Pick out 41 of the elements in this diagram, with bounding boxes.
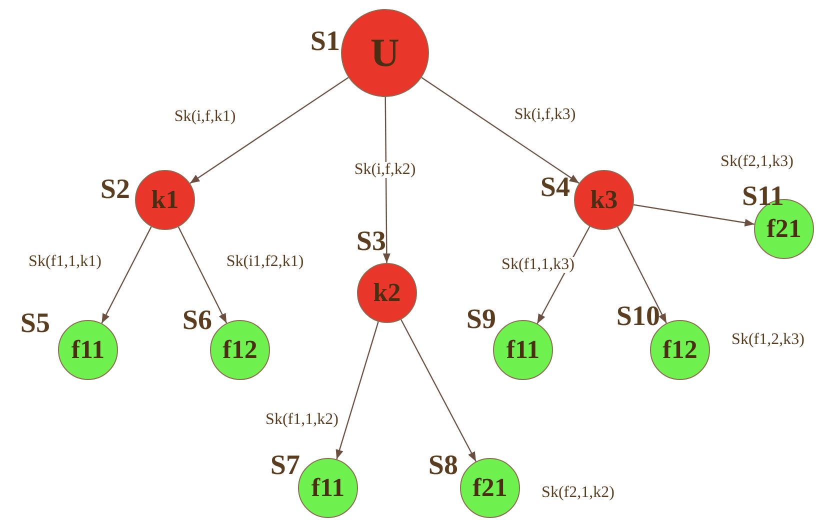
- arrow: [634, 204, 754, 226]
- edge-label: Sk(i,f,k1): [173, 109, 237, 125]
- node-label: U: [370, 33, 400, 73]
- state-label: S6: [182, 307, 212, 335]
- edge-label: Sk(i,f,k3): [513, 107, 577, 123]
- arrow: [336, 322, 379, 460]
- arrow: [101, 226, 152, 324]
- node-label: f11: [311, 475, 345, 501]
- state-label: S10: [616, 303, 660, 331]
- state-label: S5: [20, 310, 50, 338]
- node-label: f12: [222, 337, 258, 363]
- edge-label: Sk(f2,1,k2): [540, 485, 616, 501]
- arrow: [190, 76, 349, 184]
- arrow: [178, 226, 228, 324]
- edge-label: Sk(f1,2,k3): [730, 332, 806, 348]
- edge-label: Sk(f1,1,k3): [500, 257, 576, 273]
- state-label: S11: [742, 183, 784, 211]
- state-label: S8: [428, 452, 458, 480]
- node-label: f21: [472, 475, 508, 501]
- arrow: [382, 97, 390, 263]
- state-label: S2: [100, 176, 130, 204]
- edge-label: Sk(i1,f2,k1): [225, 254, 305, 270]
- state-label: S7: [270, 452, 300, 480]
- node-label: f11: [506, 337, 540, 363]
- node-label: k2: [373, 280, 401, 306]
- node-label: k3: [590, 187, 618, 213]
- node-label: f21: [766, 216, 802, 242]
- arrow: [421, 77, 580, 184]
- state-label: S9: [466, 306, 496, 334]
- arrow: [400, 319, 477, 462]
- node-label: k1: [151, 187, 179, 213]
- state-label: S4: [540, 174, 570, 202]
- node-label: f11: [71, 337, 105, 363]
- edge-label: Sk(f2,1,k3): [720, 154, 794, 170]
- node-label: f12: [662, 337, 698, 363]
- arrow: [617, 226, 667, 324]
- edge-label: Sk(f1,1,k1): [28, 254, 102, 270]
- state-label: S1: [310, 28, 340, 56]
- edge-label: Sk(f1,1,k2): [264, 412, 340, 428]
- state-label: S3: [356, 228, 386, 256]
- edge-label: Sk(i,f,k2): [353, 162, 417, 178]
